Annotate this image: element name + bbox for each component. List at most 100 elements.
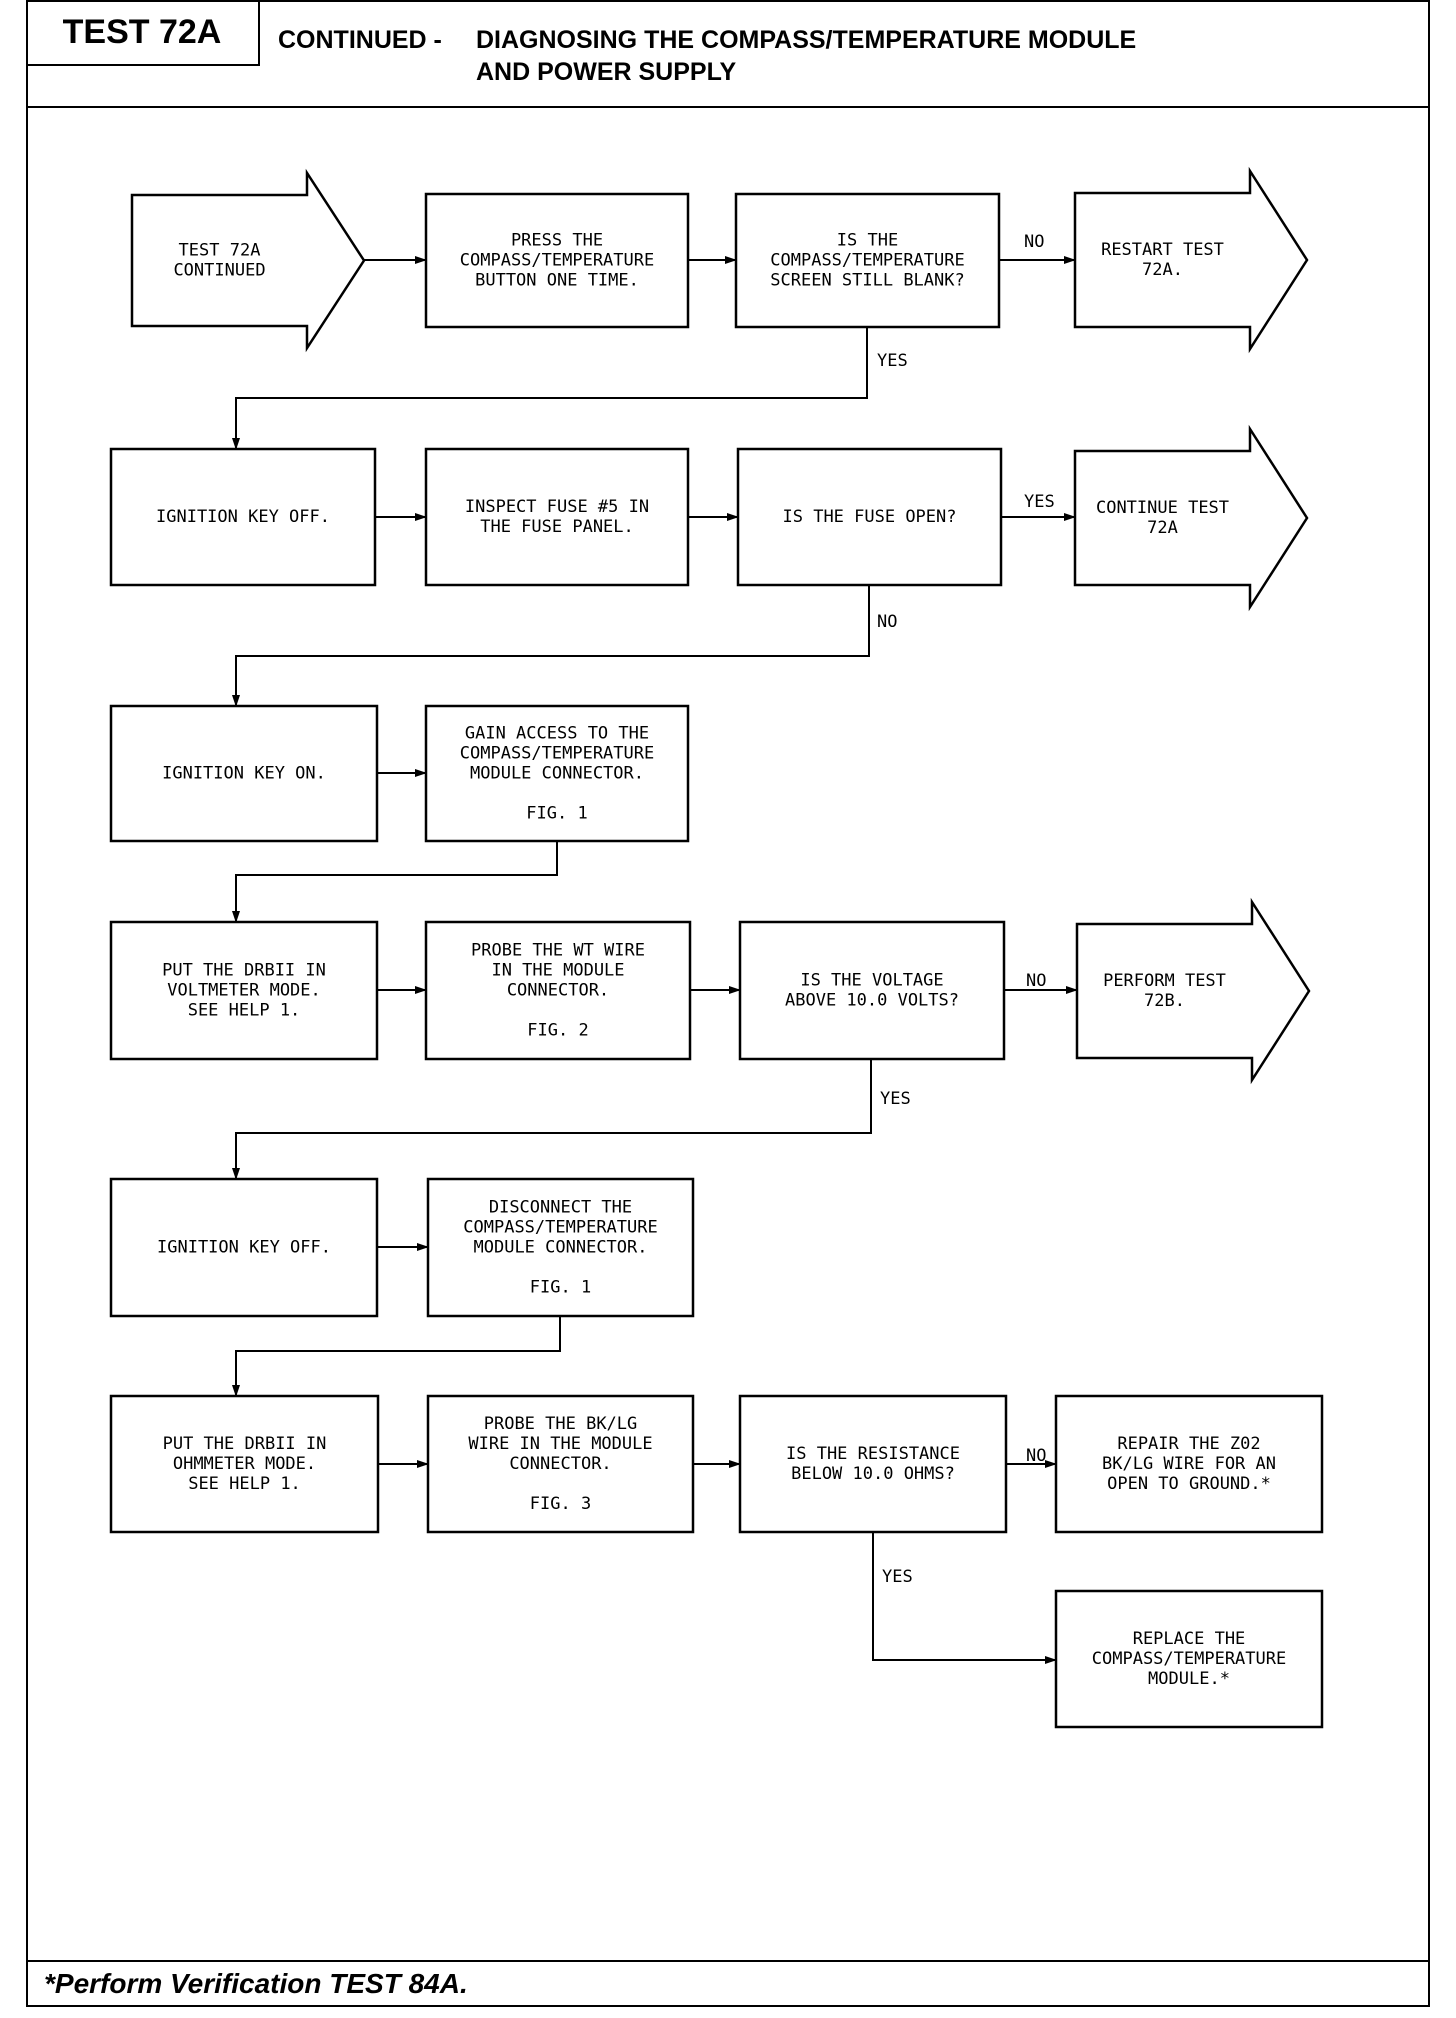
title-prefix: CONTINUED - — [278, 26, 442, 54]
node-shape — [130, 168, 366, 353]
node-text-line: MODULE CONNECTOR. — [474, 1238, 648, 1258]
node-text-line: BUTTON ONE TIME. — [475, 271, 639, 291]
node-text-line: IS THE VOLTAGE — [800, 971, 943, 991]
node-shape — [109, 447, 377, 587]
node-text-line: COMPASS/TEMPERATURE — [1092, 1649, 1286, 1669]
node-text-line: SCREEN STILL BLANK? — [770, 271, 964, 291]
node-text-line: REPAIR THE Z02 — [1117, 1434, 1260, 1454]
node-text-line: CONNECTOR. — [509, 1454, 611, 1474]
node-text-line: BELOW 10.0 OHMS? — [791, 1464, 955, 1484]
node-shape — [738, 920, 1006, 1061]
node-gain-access: GAIN ACCESS TO THECOMPASS/TEMPERATUREMOD… — [424, 704, 690, 843]
page-title: CONTINUED - DIAGNOSING THE COMPASS/TEMPER… — [278, 24, 1398, 88]
connector — [872, 1532, 1057, 1664]
node-text-line: IS THE — [837, 231, 898, 251]
node-text-line: PUT THE DRBII IN — [162, 961, 326, 981]
node-shape — [109, 1177, 379, 1318]
node-text-line: 72A. — [1142, 260, 1183, 280]
branch-label: NO — [1026, 971, 1046, 991]
node-text-line: BK/LG WIRE FOR AN — [1102, 1454, 1276, 1474]
node-text-line: COMPASS/TEMPERATURE — [463, 1218, 657, 1238]
node-text-line: OPEN TO GROUND.* — [1107, 1474, 1271, 1494]
node-text-line: COMPASS/TEMPERATURE — [770, 251, 964, 271]
connector — [232, 327, 868, 450]
node-shape — [109, 1394, 380, 1534]
node-text-line: IGNITION KEY OFF. — [156, 507, 330, 527]
node-text-line: INSPECT FUSE #5 IN — [465, 497, 649, 517]
connector — [232, 1059, 872, 1180]
node-text-line: ABOVE 10.0 VOLTS? — [785, 991, 959, 1011]
title-line-1: DIAGNOSING THE COMPASS/TEMPERATURE MODUL… — [476, 26, 1137, 54]
node-shape — [1073, 424, 1309, 612]
flow-connectors — [232, 256, 1078, 1664]
node-text-line: IN THE MODULE — [491, 961, 624, 981]
connector — [232, 841, 558, 923]
node-text-line: 72A — [1147, 518, 1178, 538]
node-text-line: FIG. 1 — [526, 804, 587, 824]
node-text-line: COMPASS/TEMPERATURE — [460, 744, 654, 764]
node-shape — [424, 920, 692, 1061]
node-shape — [109, 704, 379, 843]
node-text-line: 72B. — [1144, 991, 1185, 1011]
node-text-line: FIG. 2 — [527, 1021, 588, 1041]
node-shape — [1073, 166, 1309, 354]
node-text-line: DISCONNECT THE — [489, 1198, 632, 1218]
branch-label: YES — [880, 1089, 911, 1109]
node-shape — [109, 920, 379, 1061]
header-bar — [26, 0, 1430, 108]
node-text-line: OHMMETER MODE. — [173, 1454, 316, 1474]
node-shape — [1054, 1589, 1324, 1729]
branch-label: YES — [877, 351, 908, 371]
node-text-line: TEST 72A — [179, 241, 261, 261]
node-text-line: IGNITION KEY ON. — [162, 764, 326, 784]
node-text-line: IS THE RESISTANCE — [786, 1444, 960, 1464]
node-text-line: PROBE THE WT WIRE — [471, 941, 645, 961]
node-text-line: THE FUSE PANEL. — [480, 517, 634, 537]
node-text-line: IGNITION KEY OFF. — [157, 1238, 331, 1258]
node-text-line: CONTINUE TEST — [1096, 498, 1229, 518]
node-key-on: IGNITION KEY ON. — [109, 704, 379, 843]
node-text-line: PRESS THE — [511, 231, 603, 251]
node-shape — [736, 447, 1003, 587]
node-shape — [424, 704, 690, 843]
node-key-off-2: IGNITION KEY OFF. — [109, 1177, 379, 1318]
branch-label: YES — [882, 1567, 913, 1587]
node-text-line: PUT THE DRBII IN — [163, 1434, 327, 1454]
branch-label: YES — [1024, 492, 1055, 512]
title-line-2: AND POWER SUPPLY — [476, 58, 737, 86]
branch-label: NO — [1026, 1446, 1046, 1466]
node-text-line: VOLTMETER MODE. — [167, 981, 321, 1001]
branch-label: NO — [1024, 232, 1044, 252]
node-key-off-1: IGNITION KEY OFF. — [109, 447, 377, 587]
node-shape — [424, 447, 690, 587]
node-text-line: PERFORM TEST — [1103, 971, 1226, 991]
test-id-tag: TEST 72A — [26, 0, 260, 66]
footer-note: *Perform Verification TEST 84A. — [26, 1960, 1430, 2007]
node-disconnect: DISCONNECT THECOMPASS/TEMPERATUREMODULE … — [426, 1177, 695, 1318]
node-text-line: REPLACE THE — [1133, 1629, 1246, 1649]
node-text-line: CONTINUED — [173, 261, 265, 281]
node-shape — [426, 1177, 695, 1318]
node-shape — [1054, 1394, 1324, 1534]
node-text-line: WIRE IN THE MODULE — [468, 1434, 652, 1454]
node-text-line: RESTART TEST — [1101, 240, 1224, 260]
node-text-line: FIG. 3 — [530, 1494, 591, 1514]
node-text-line: MODULE CONNECTOR. — [470, 764, 644, 784]
node-text-line: GAIN ACCESS TO THE — [465, 724, 649, 744]
node-shape — [424, 192, 690, 329]
